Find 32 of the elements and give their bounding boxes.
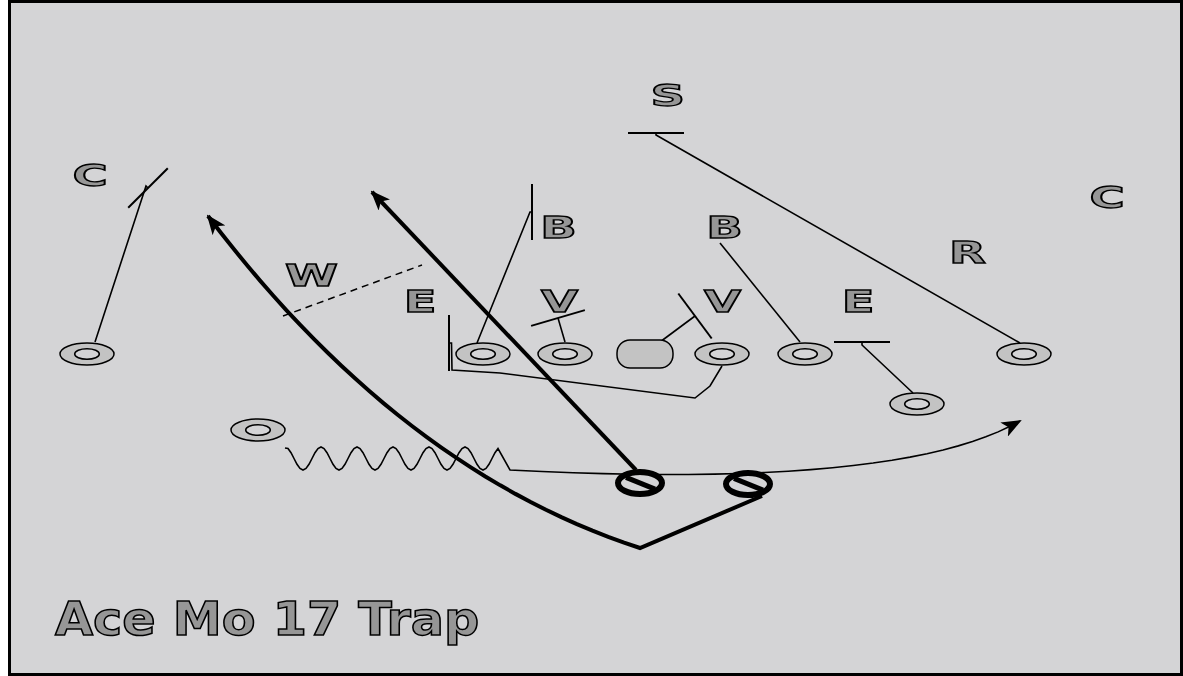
player-ring	[230, 418, 286, 442]
block-line	[627, 132, 1021, 344]
route-arrow	[370, 190, 638, 472]
player-ring	[996, 342, 1052, 366]
player-ring	[777, 342, 833, 366]
defender-letter: B	[528, 213, 588, 243]
block-line	[448, 314, 723, 399]
center-player-box	[616, 339, 674, 369]
route-line	[719, 242, 801, 343]
player-ring	[537, 342, 593, 366]
defender-letter: V	[693, 287, 753, 317]
player-ring	[455, 342, 511, 366]
route-arrow	[284, 420, 1022, 476]
player-ring	[694, 342, 750, 366]
defender-letter: E	[828, 287, 888, 317]
defender-letter: E	[390, 287, 450, 317]
block-line	[476, 183, 533, 344]
defender-letter: S	[638, 81, 698, 111]
defender-letter: W	[282, 261, 342, 291]
defender-letter: B	[694, 213, 754, 243]
block-line	[530, 309, 586, 343]
player-ring	[59, 342, 115, 366]
route-arrow	[206, 214, 763, 551]
defender-letter: C	[60, 161, 120, 191]
block-line	[833, 341, 914, 394]
back-slash-ring	[615, 469, 665, 497]
defender-letter: C	[1077, 183, 1137, 213]
player-ring	[889, 392, 945, 416]
defender-letter: V	[530, 287, 590, 317]
defender-letter: R	[938, 238, 998, 268]
back-slash-ring	[723, 470, 773, 498]
block-line	[94, 167, 169, 343]
